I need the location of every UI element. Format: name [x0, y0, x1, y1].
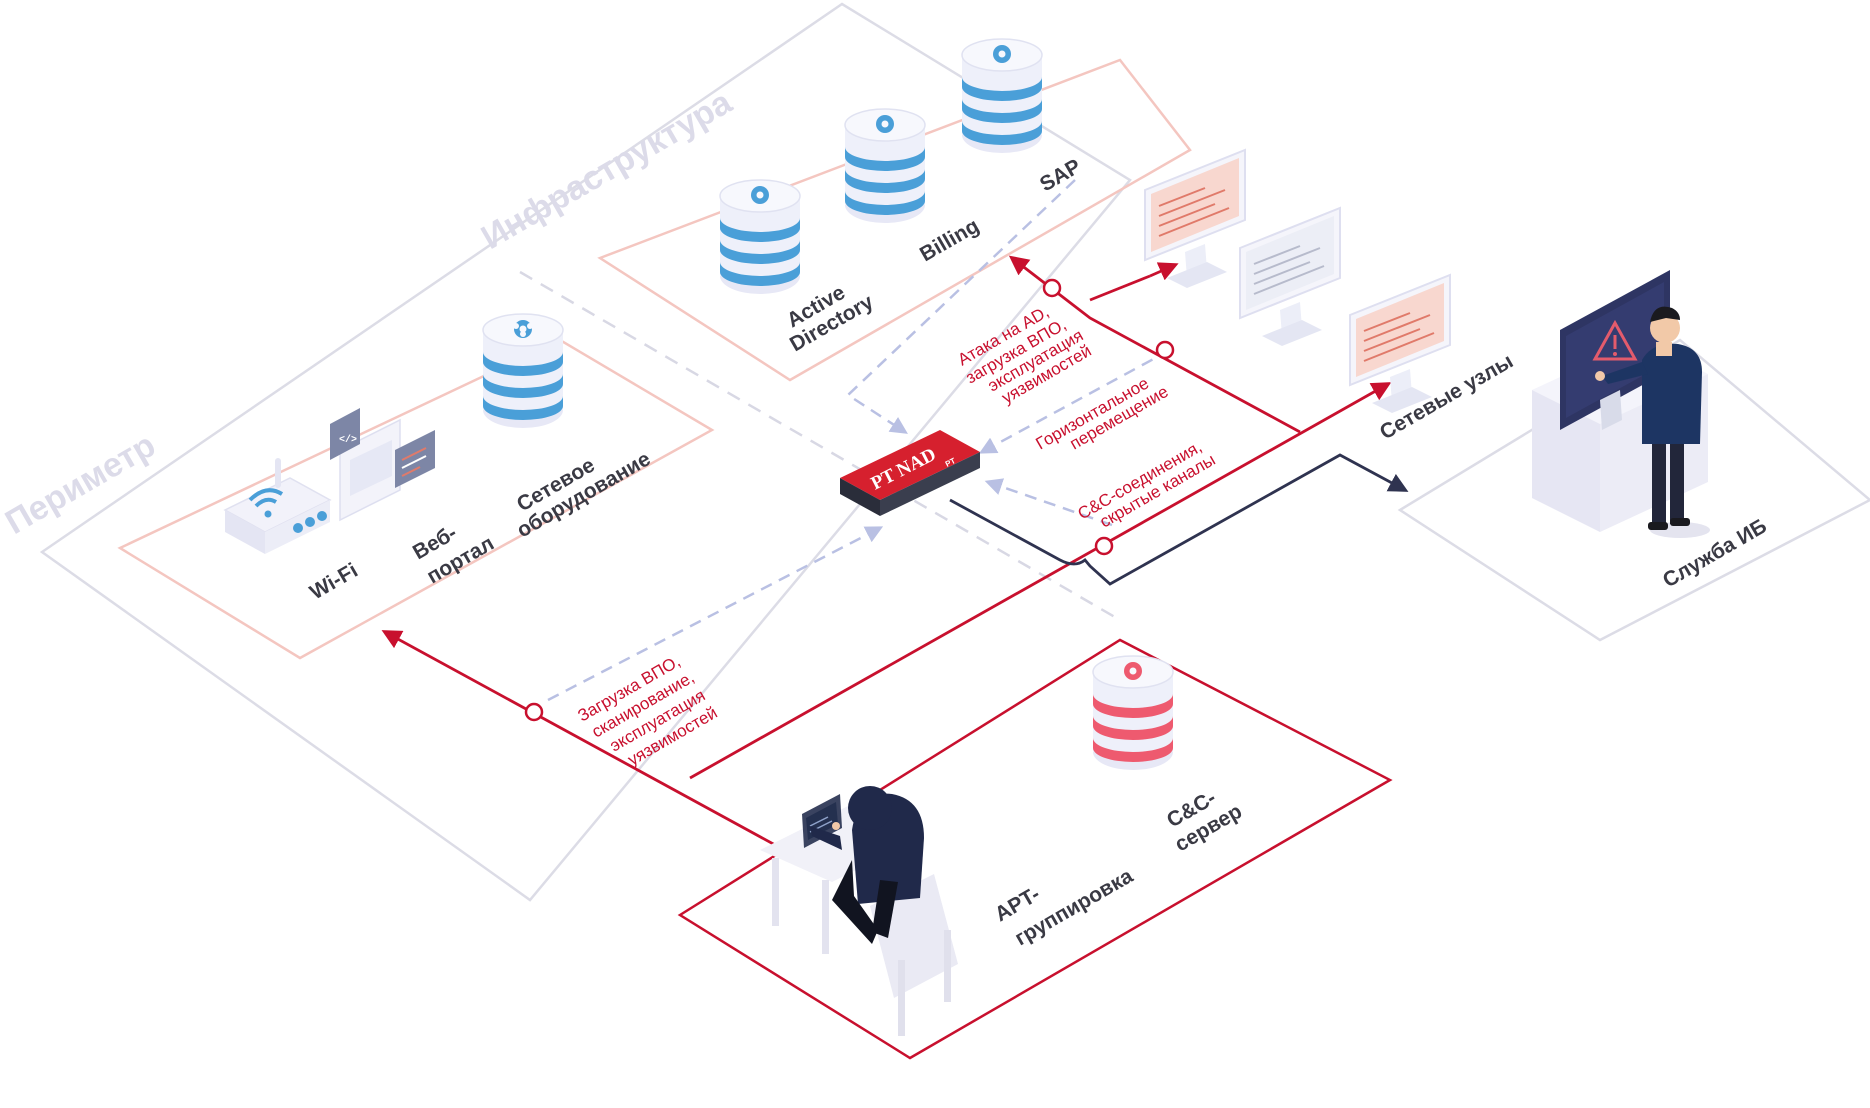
- traffic-mirror-lines: [547, 179, 1171, 702]
- svg-text:</>: </>: [339, 434, 357, 446]
- hacker-icon: [810, 786, 958, 1036]
- attacker-zone: [677, 638, 1393, 1060]
- wifi-router-icon: [223, 458, 332, 554]
- billing-database-icon: [844, 108, 926, 224]
- initial-access-flow-label: Загрузка ВПО, сканирование, эксплуатация…: [575, 652, 721, 770]
- lateral-movement-flow-label: Горизонтальное перемещение: [1033, 373, 1172, 453]
- flow-markers: [524, 278, 1175, 722]
- alert-path: [949, 453, 1409, 586]
- cc-channel-path: [689, 382, 1392, 780]
- infrastructure-zone-title: Инфраструктура: [475, 83, 739, 257]
- ad-attack-path: [1008, 255, 1301, 434]
- pt-nad-badge: PT: [944, 456, 957, 469]
- alert-triangle-icon: [1592, 319, 1638, 361]
- sap-label: SAP: [1036, 155, 1085, 197]
- billing-label: Billing: [916, 214, 983, 266]
- initial-access-path: [381, 630, 789, 854]
- attack-paths: [381, 255, 1392, 854]
- cc-channels-flow-label: C&C-соединения, скрытые каналы: [1075, 437, 1219, 531]
- web-portal-icon: </>: [330, 408, 435, 522]
- perimeter-zone: [39, 2, 1132, 902]
- lateral-to-host-path: [1089, 274, 1151, 302]
- wifi-label: Wi-Fi: [306, 559, 362, 604]
- analyst-icon: [1595, 306, 1710, 538]
- sap-database-icon: [961, 38, 1043, 154]
- cc-server-database-icon: [1092, 655, 1174, 771]
- alert-monitor-icon: [1560, 270, 1670, 430]
- infrastructure-zone: [597, 58, 1192, 382]
- monitor-icon: [1144, 149, 1246, 289]
- monitor-icon: [1239, 207, 1341, 347]
- active-directory-database-icon: [719, 179, 801, 295]
- network-equipment-database-icon: [482, 313, 564, 429]
- ad-attack-flow-label: Атака на AD, загрузка ВПО, эксплуатация …: [955, 302, 1095, 407]
